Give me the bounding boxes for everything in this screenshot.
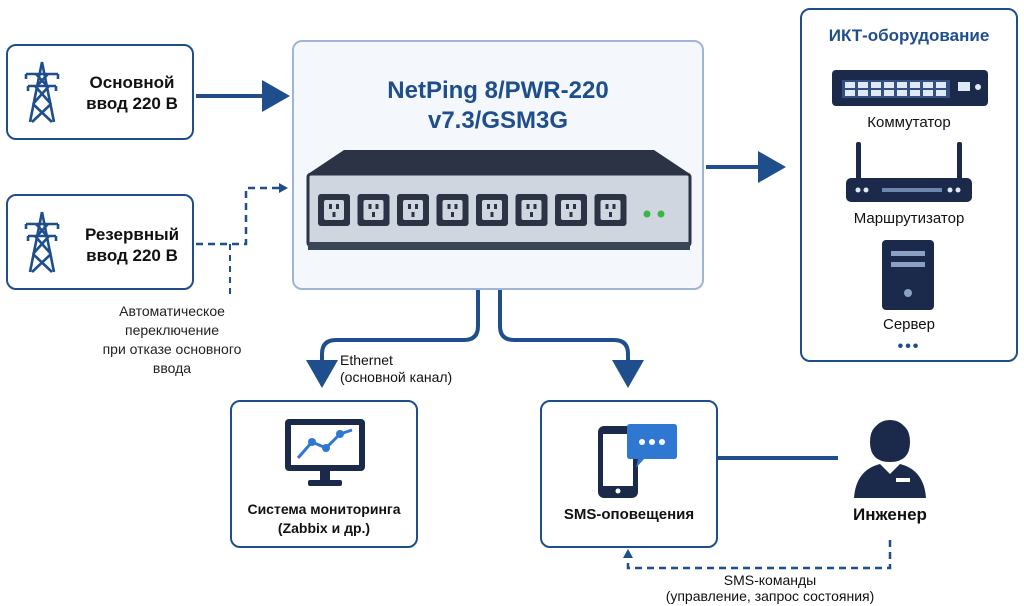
reserve-input-label-1: Резервный [84, 225, 180, 244]
sms-arrow [498, 290, 644, 388]
sms-commands-sub-label: (управление, запрос состояния) [665, 588, 875, 604]
power-outlet-icon [318, 194, 350, 226]
power-outlet-icon [555, 194, 587, 226]
netping-device-box: NetPing 8/PWR-220 v7.3/GSM3G [292, 40, 704, 290]
reserve-input-label-2: ввод 220 В [86, 246, 178, 265]
smartphone-chat-icon [598, 424, 677, 498]
power-outlet-icon [436, 194, 469, 226]
status-led-icon [643, 210, 651, 218]
ethernet-label: Ethernet [340, 352, 393, 368]
ict-item-switch: Коммутатор [867, 114, 951, 131]
power-outlet-icon [594, 194, 627, 226]
main-input-box: Основной ввод 220 В [6, 44, 194, 140]
power-outlet-icon [357, 194, 390, 226]
reserve-input-arrow [196, 183, 288, 246]
switchover-note-line-4: ввода [152, 360, 192, 376]
switchover-note-line-3: при отказе основного [102, 341, 242, 357]
ethernet-arrow [306, 290, 480, 388]
ethernet-label-group: Ethernet (основной канал) [340, 352, 470, 386]
ict-title: ИКТ-оборудование [828, 26, 990, 45]
engineer-icon [854, 420, 926, 498]
device-title-2: v7.3/GSM3G [427, 107, 569, 134]
sms-commands-arrow [623, 540, 892, 570]
monitoring-system-box: Система мониторинга (Zabbix и др.) [230, 400, 418, 548]
ict-item-router: Маршрутизатор [853, 210, 965, 227]
power-tower-icon [24, 61, 60, 123]
ethernet-sub-label: (основной канал) [340, 369, 453, 385]
outlet-group [318, 194, 627, 226]
switchover-note-line-2: переключение [124, 322, 219, 338]
server-icon [882, 240, 934, 310]
switchover-note-line-1: Автоматическое [119, 303, 225, 319]
ict-more-indicator: ••• [897, 338, 921, 355]
power-tower-icon [24, 211, 60, 273]
sms-commands-group: SMS-команды (управление, запрос состояни… [640, 572, 900, 604]
pdu-device-icon [306, 150, 692, 250]
main-input-label-1: Основной [89, 73, 175, 92]
power-outlet-icon [515, 194, 548, 226]
reserve-input-box: Резервный ввод 220 В [6, 194, 194, 290]
power-outlet-icon [476, 194, 508, 226]
ict-equipment-box: ИКТ-оборудование Коммутатор Маршрутизато… [800, 8, 1018, 362]
device-title-1: NetPing 8/PWR-220 [387, 77, 609, 104]
monitor-chart-icon [285, 419, 365, 486]
power-outlet-icon [397, 194, 429, 226]
sms-notifications-box: SMS-оповещения [540, 400, 718, 548]
monitoring-label-2: (Zabbix и др.) [277, 520, 371, 536]
sms-commands-label: SMS-команды [723, 572, 817, 588]
ict-item-server: Сервер [882, 316, 935, 333]
monitoring-label-1: Система мониторинга [247, 501, 401, 517]
switchover-note: Автоматическое переключение при отказе о… [72, 302, 272, 378]
router-icon [846, 142, 972, 202]
main-input-label-2: ввод 220 В [86, 94, 178, 113]
engineer-label: Инженер [853, 505, 927, 524]
sms-notifications-label: SMS-оповещения [563, 506, 695, 523]
network-switch-icon [832, 70, 988, 106]
status-led-icon [657, 210, 665, 218]
